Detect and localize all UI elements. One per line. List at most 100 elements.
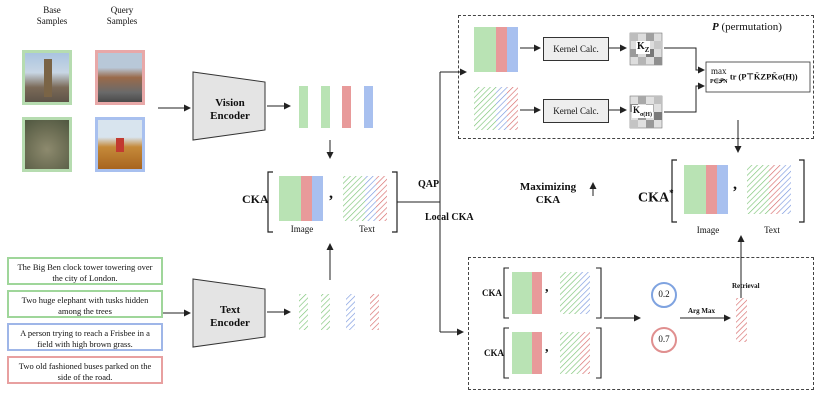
permutation-label: P (permutation) [712, 21, 782, 33]
local-cka-bar [512, 272, 522, 314]
image-label: Image [290, 224, 314, 234]
big-ben-photo [22, 50, 72, 105]
kh-subscript: σ(H) [640, 111, 652, 118]
local-cka-bar [522, 272, 532, 314]
local-cka-comma-1: , [545, 280, 549, 295]
caption-text: The Big Ben clock tower towering over th… [17, 262, 153, 283]
vision-feature-bar [364, 86, 373, 128]
local-cka-bar [522, 332, 532, 374]
text-feature-bar [321, 294, 330, 330]
cka-text-bar [343, 176, 354, 221]
local-cka-bracket-2 [503, 327, 509, 379]
text-feature-bar [370, 294, 379, 330]
score-1: 0.2 [658, 289, 670, 299]
cka-image-bar [279, 176, 290, 221]
local-cka-bar [532, 332, 542, 374]
qap-formula: max P∈𝒫N tr (P⊤K̄ZPK̄σ(H)) [710, 66, 810, 88]
local-cka-bar [570, 272, 580, 314]
retrieved-text-bar [736, 298, 747, 342]
caption-big-ben: The Big Ben clock tower towering over th… [7, 257, 163, 285]
qap-image-bar [507, 27, 518, 72]
query-samples-label: Query Samples [106, 5, 138, 26]
arrow-kh-to-qap [664, 82, 705, 113]
local-cka-bracket-1 [503, 267, 509, 319]
qap-label: QAP [418, 179, 440, 190]
local-cka-bar [580, 332, 590, 374]
text-feature-bar [299, 294, 308, 330]
kz-symbol: KZ [636, 41, 651, 54]
cka-star-text: CKA [638, 190, 670, 206]
qap-text-bar [485, 87, 496, 130]
qap-image-bar [485, 27, 496, 72]
vision-encoder-shape [192, 71, 266, 141]
local-cka-comma-2: , [545, 340, 549, 355]
vision-feature-bar [342, 86, 351, 128]
kernel-calc-box-1: Kernel Calc. [543, 37, 609, 61]
person-shape [116, 138, 124, 152]
retrieval-label: Retrieval [732, 282, 760, 290]
ckastar-comma: , [733, 176, 737, 193]
image-label-2: Image [696, 225, 720, 235]
qap-text-bar [496, 87, 507, 130]
formula-max: max [711, 66, 727, 76]
ckastar-image-bar [684, 165, 695, 214]
clock-tower-shape [44, 59, 52, 97]
cka-comma: , [329, 185, 333, 202]
ckastar-left-bracket [671, 159, 677, 223]
caption-text: Two old fashioned buses parked on the si… [18, 361, 152, 382]
cka-label: CKA [242, 192, 269, 206]
local-cka-row-2-label: CKA [484, 348, 504, 358]
local-cka-bracket-1 [596, 267, 602, 319]
cka-star-superscript: * [669, 188, 674, 198]
frisbee-photo [95, 117, 145, 172]
qap-formula-box [705, 61, 811, 93]
qap-image-bar [496, 27, 507, 72]
ckastar-image-bar [706, 165, 717, 214]
arg-max-label: Arg Max [688, 307, 716, 315]
local-cka-bar [560, 332, 570, 374]
vision-feature-bar [321, 86, 330, 128]
ckastar-right-bracket [799, 159, 805, 223]
cka-image-bar [312, 176, 323, 221]
cka-left-bracket [267, 171, 273, 233]
base-samples-label: Base Samples [36, 5, 68, 26]
qap-dashed-box [458, 15, 814, 139]
score-2: 0.7 [658, 334, 670, 344]
text-label-2: Text [764, 225, 780, 235]
caption-buses: Two old fashioned buses parked on the si… [7, 356, 163, 384]
cka-image-bar [290, 176, 301, 221]
kernel-calc-box-2: Kernel Calc. [543, 99, 609, 123]
text-encoder-shape [192, 278, 266, 348]
formula-body: tr (P⊤K̄ZPK̄σ(H)) [729, 71, 798, 82]
ckastar-image-bar [717, 165, 728, 214]
local-cka-bar [570, 332, 580, 374]
arrow-kz-to-qap [664, 47, 705, 74]
ckastar-text-bar [769, 165, 780, 214]
local-cka-bar [560, 272, 570, 314]
permutation-text: (permutation) [718, 21, 782, 33]
cka-right-bracket [392, 171, 398, 233]
cka-star-label: CKA* [638, 188, 674, 207]
qap-text-bar [474, 87, 485, 130]
caption-frisbee: A person trying to reach a Frisbee in a … [7, 323, 163, 351]
local-cka-row-1-label: CKA [482, 288, 502, 298]
kh-symbol: Kσ(H) [632, 105, 653, 118]
vision-feature-bar [299, 86, 308, 128]
score-circle-1 [651, 282, 677, 308]
text-feature-bar [346, 294, 355, 330]
caption-text: Two huge elephant with tusks hidden amon… [21, 295, 149, 316]
score-circle-2 [651, 327, 677, 353]
ckastar-text-bar [747, 165, 758, 214]
bus-photo [95, 50, 145, 105]
kh-letter: K [633, 105, 641, 115]
ckastar-text-bar [780, 165, 791, 214]
text-encoder-label: Text Encoder [210, 304, 250, 329]
local-cka-bracket-2 [596, 327, 602, 379]
elephant-photo [22, 117, 72, 172]
text-label: Text [359, 224, 375, 234]
local-cka-label: Local CKA [425, 212, 474, 223]
ckastar-image-bar [695, 165, 706, 214]
cka-text-bar [376, 176, 387, 221]
ckastar-text-bar [758, 165, 769, 214]
